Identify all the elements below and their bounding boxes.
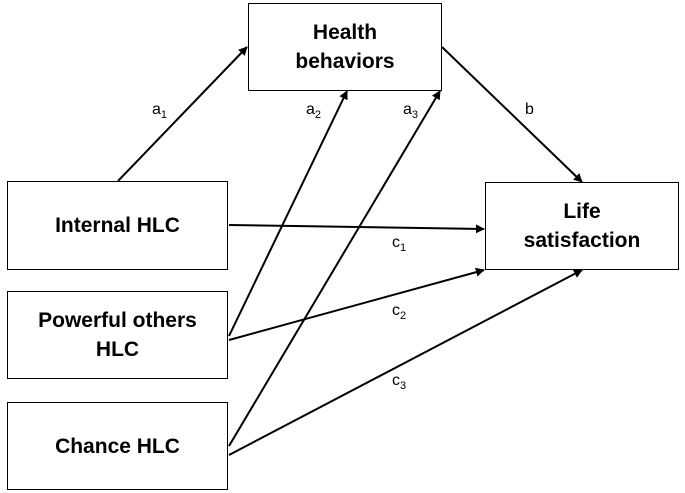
path-a3-index: 3 [411, 109, 419, 121]
node-powerful-others-hlc: Powerful others HLC [7, 291, 228, 379]
arrow-a2 [228, 90, 348, 337]
node-powerful-others-hlc-label: Powerful others HLC [38, 309, 197, 361]
arrow-a3 [228, 90, 441, 447]
path-label-c2: c2 [392, 302, 407, 322]
path-c3-index: 3 [400, 380, 407, 392]
path-b-letter: b [525, 101, 534, 118]
node-health-behaviors-label: Health behaviors [295, 21, 395, 73]
path-a2-index: 2 [314, 109, 322, 121]
path-label-b: b [525, 101, 534, 119]
node-health-behaviors: Health behaviors [248, 3, 442, 91]
path-a1-letter: a [152, 101, 161, 118]
path-label-a2: a2 [306, 101, 322, 121]
path-a1-index: 1 [160, 109, 168, 121]
path-a2-letter: a [306, 101, 315, 118]
node-internal-hlc: Internal HLC [7, 181, 228, 270]
node-life-satisfaction-label: Life satisfaction [523, 200, 641, 252]
path-c1-letter: c [392, 234, 400, 251]
path-label-c3: c3 [392, 372, 407, 392]
node-internal-hlc-label: Internal HLC [55, 214, 180, 237]
path-label-c1: c1 [392, 234, 407, 254]
node-chance-hlc-label: Chance HLC [55, 434, 180, 458]
arrow-c2 [228, 267, 485, 341]
arrow-b [441, 46, 583, 183]
path-c1-index: 1 [400, 242, 407, 254]
path-a3-letter: a [403, 101, 412, 118]
arrow-c1 [228, 224, 485, 234]
path-label-a1: a1 [152, 101, 168, 121]
arrow-c3 [228, 269, 583, 456]
path-c2-index: 2 [400, 310, 407, 322]
node-life-satisfaction: Life satisfaction [485, 182, 679, 270]
path-label-a3: a3 [403, 101, 419, 121]
path-c3-letter: c [392, 372, 400, 389]
arrow-a1 [117, 46, 248, 182]
node-chance-hlc: Chance HLC [7, 402, 228, 490]
path-c2-letter: c [392, 302, 400, 319]
